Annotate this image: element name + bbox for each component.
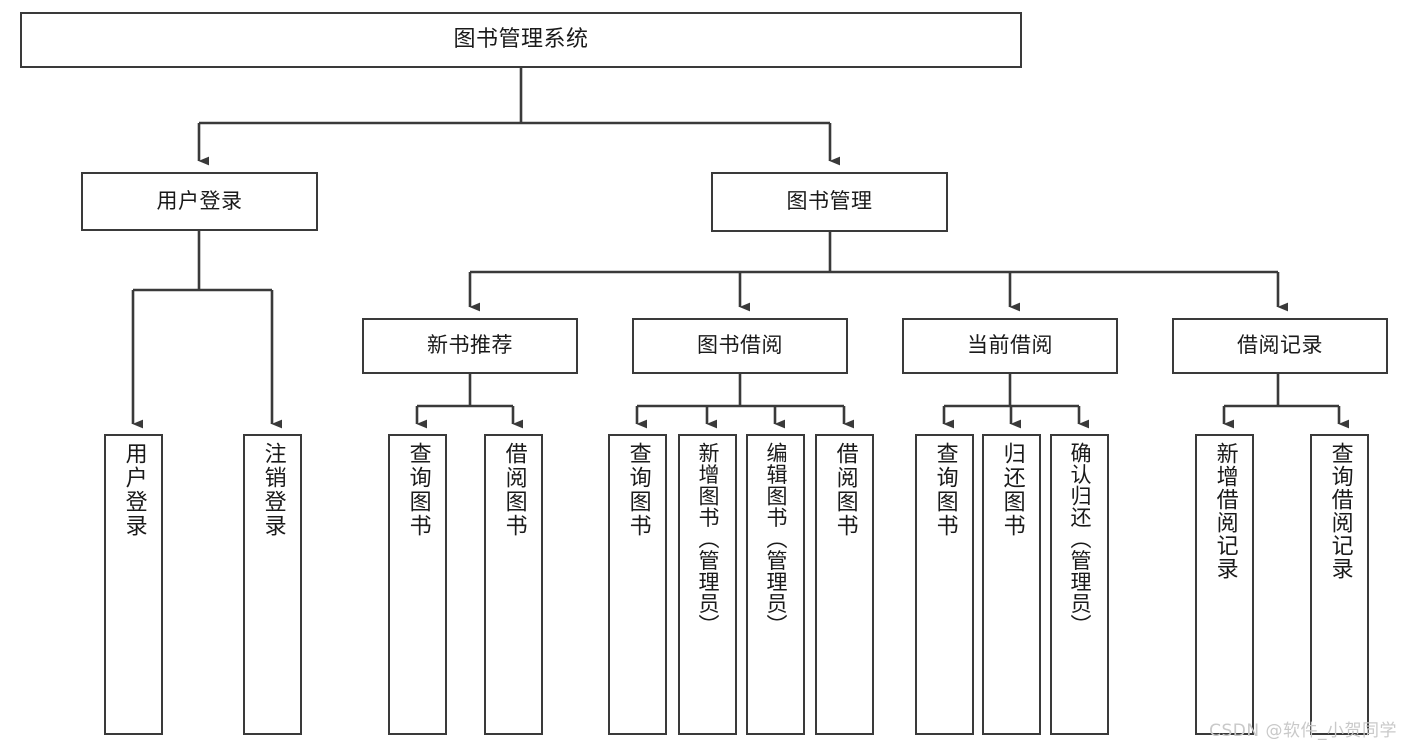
leaf-add-record[interactable]: 新增借阅记录: [1195, 434, 1254, 735]
leaf-query-book-1[interactable]: 查询图书: [388, 434, 447, 735]
leaf-label-user-login: 用户登录: [121, 442, 147, 538]
node-borrow-record[interactable]: 借阅记录: [1172, 318, 1388, 374]
node-label-book-manage: 图书管理: [786, 189, 873, 214]
leaf-label-query-book-3: 查询图书: [932, 442, 958, 538]
node-label-current-borrow: 当前借阅: [967, 333, 1053, 358]
leaf-label-edit-book: 编辑图书（管理员）: [763, 442, 788, 636]
node-label-user-login: 用户登录: [156, 188, 243, 213]
watermark-text: CSDN @软件_小贺同学: [1209, 721, 1397, 741]
node-book-borrow[interactable]: 图书借阅: [632, 318, 848, 374]
node-label-book-borrow: 图书借阅: [697, 333, 783, 358]
node-label-borrow-record: 借阅记录: [1237, 333, 1323, 358]
leaf-label-add-book: 新增图书（管理员）: [695, 442, 720, 636]
leaf-label-confirm-return: 确认归还（管理员）: [1067, 442, 1092, 636]
leaf-return-book[interactable]: 归还图书: [982, 434, 1041, 735]
node-new-book-recommend[interactable]: 新书推荐: [362, 318, 578, 374]
leaf-query-book-3[interactable]: 查询图书: [915, 434, 974, 735]
node-label-new-book-recommend: 新书推荐: [427, 333, 513, 358]
leaf-label-query-book-1: 查询图书: [405, 442, 431, 538]
leaf-label-borrow-book-2: 借阅图书: [832, 442, 858, 538]
leaf-borrow-book-1[interactable]: 借阅图书: [484, 434, 543, 735]
leaf-query-record[interactable]: 查询借阅记录: [1310, 434, 1369, 735]
leaf-edit-book[interactable]: 编辑图书（管理员）: [746, 434, 805, 735]
leaf-user-login[interactable]: 用户登录: [104, 434, 163, 735]
node-book-manage[interactable]: 图书管理: [711, 172, 948, 232]
leaf-logout[interactable]: 注销登录: [243, 434, 302, 735]
leaf-label-add-record: 新增借阅记录: [1212, 442, 1238, 580]
leaf-confirm-return[interactable]: 确认归还（管理员）: [1050, 434, 1109, 735]
leaf-label-query-record: 查询借阅记录: [1327, 442, 1353, 580]
leaf-label-borrow-book-1: 借阅图书: [501, 442, 527, 538]
node-root-system[interactable]: 图书管理系统: [20, 12, 1022, 68]
leaf-borrow-book-2[interactable]: 借阅图书: [815, 434, 874, 735]
leaf-add-book[interactable]: 新增图书（管理员）: [678, 434, 737, 735]
node-user-login[interactable]: 用户登录: [81, 172, 318, 231]
leaf-label-logout: 注销登录: [260, 442, 286, 538]
leaf-label-return-book: 归还图书: [999, 442, 1025, 538]
node-label-root: 图书管理系统: [453, 26, 589, 52]
leaf-query-book-2[interactable]: 查询图书: [608, 434, 667, 735]
node-current-borrow[interactable]: 当前借阅: [902, 318, 1118, 374]
leaf-label-query-book-2: 查询图书: [625, 442, 651, 538]
